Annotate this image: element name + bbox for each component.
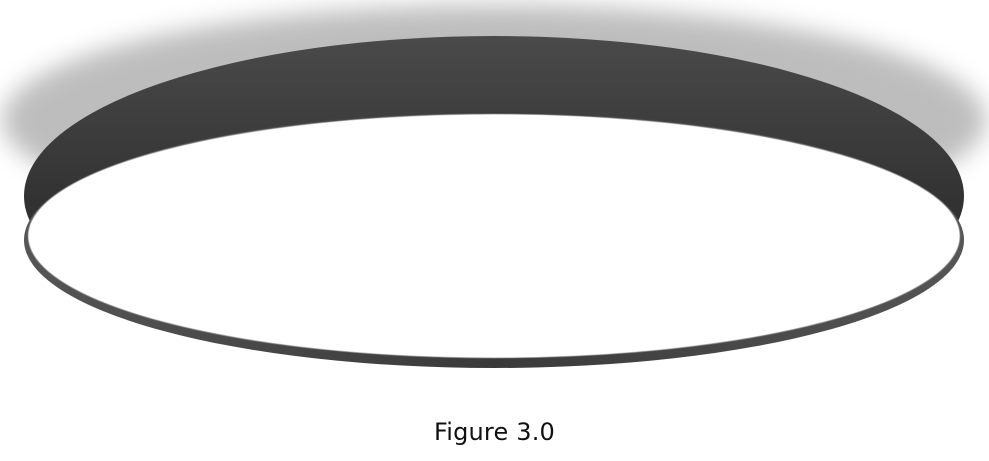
diffuser-face (28, 114, 960, 358)
ceiling-light-drawing (0, 0, 989, 400)
figure-caption: Figure 3.0 (0, 418, 989, 446)
